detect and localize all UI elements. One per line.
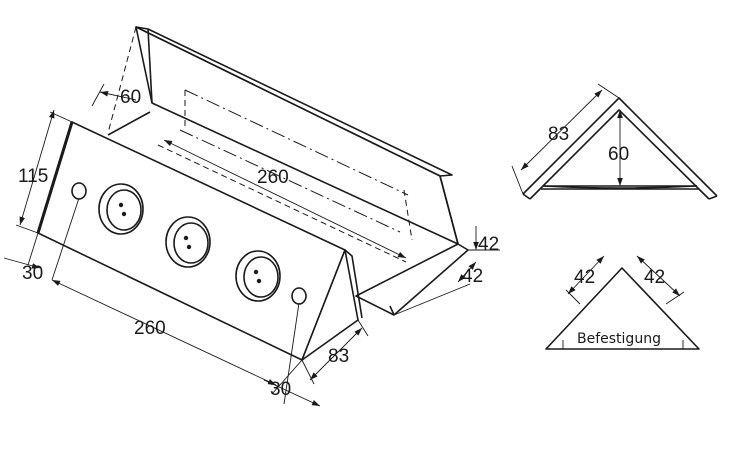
section-dim-height: 60	[608, 144, 629, 165]
dim-length-top: 260	[257, 167, 289, 188]
dim-height: 115	[18, 166, 48, 187]
dim-length-bottom: 260	[134, 318, 166, 339]
section-dim-side: 83	[548, 124, 569, 145]
socket-1	[98, 183, 144, 235]
dim-side: 83	[328, 346, 349, 367]
isometric-view: 60 115 260 30 260 30 83 42 42	[3, 26, 500, 407]
section-view: 60 83	[511, 83, 718, 200]
dim-flange-a: 42	[478, 234, 499, 255]
mounting-dim-left: 42	[574, 267, 595, 288]
mounting-view: 42 42 Befestigung	[545, 255, 700, 350]
dim-hole-left: 30	[22, 263, 43, 284]
mounting-dim-right: 42	[644, 267, 665, 288]
dim-flange-b: 42	[462, 266, 483, 287]
dim-hole-right: 30	[270, 379, 291, 400]
bottom-flange	[355, 243, 469, 316]
dim-back-width: 60	[120, 87, 141, 108]
mounting-label: Befestigung	[577, 331, 661, 347]
